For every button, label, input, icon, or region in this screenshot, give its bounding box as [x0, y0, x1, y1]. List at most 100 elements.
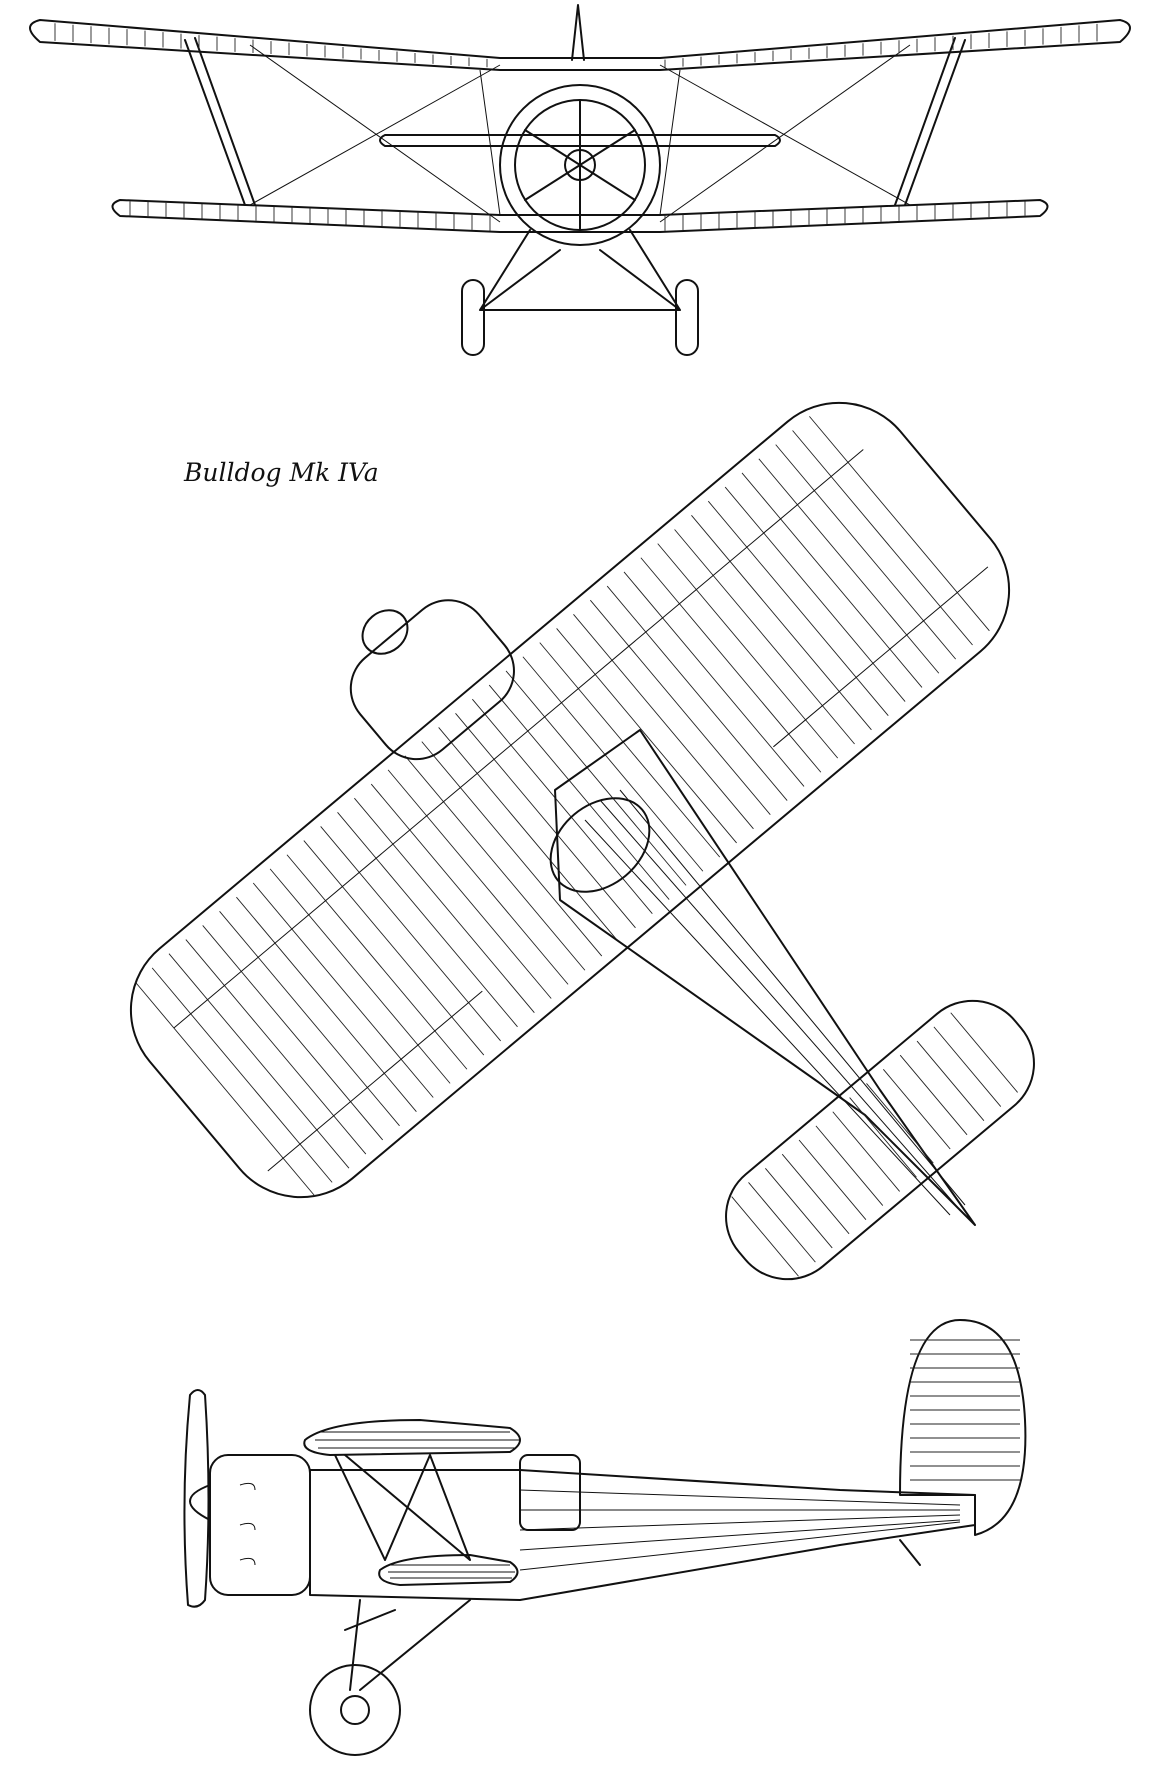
wing-rib — [606, 585, 788, 801]
wing-rib — [387, 769, 569, 985]
wing-rib — [707, 500, 889, 716]
plan-wing — [129, 401, 1011, 1199]
wing-rib — [741, 472, 923, 688]
wing-rib — [623, 571, 805, 787]
drawing-caption: Bulldog Mk IVa — [184, 458, 379, 487]
wing-rib — [269, 868, 451, 1084]
tail-rib — [899, 1054, 968, 1136]
wing-rib — [758, 458, 940, 674]
wing-rib — [691, 515, 872, 731]
side-fin-ribs — [910, 1339, 1020, 1481]
plan-aileron-line-right — [773, 566, 989, 748]
plan-view — [129, 401, 1035, 1281]
plan-tail-ribs — [731, 1012, 1018, 1277]
side-exhausts — [239, 1482, 256, 1566]
wing-rib — [640, 557, 822, 773]
tail-rib — [748, 1182, 816, 1263]
tail-rib — [815, 1125, 884, 1206]
front-upper-wing — [29, 19, 1131, 71]
front-wires — [249, 44, 911, 223]
wing-rib — [185, 939, 367, 1155]
wing-rib — [286, 854, 468, 1070]
wing-rib — [134, 981, 316, 1197]
wing-rib — [168, 953, 350, 1169]
side-fuselage — [309, 1469, 976, 1601]
front-tailplane — [379, 134, 781, 147]
wing-rib — [573, 614, 754, 830]
tail-rib — [765, 1168, 833, 1249]
side-fuselage-stringers — [519, 1489, 961, 1571]
wing-rib — [539, 642, 721, 858]
wing-rib — [438, 727, 619, 943]
front-view — [29, 4, 1131, 356]
plan-fuselage — [554, 729, 976, 1226]
wing-rib — [792, 430, 973, 646]
wing-rib — [421, 741, 603, 957]
front-fin — [571, 4, 585, 61]
plan-spar-line — [173, 449, 864, 1029]
tail-rib — [866, 1083, 934, 1164]
tail-rib — [916, 1040, 985, 1121]
wing-rib — [337, 812, 518, 1028]
wing-rib — [657, 543, 839, 759]
wing-rib — [303, 840, 485, 1056]
front-lower-wing — [111, 199, 1049, 233]
front-wing-ribs — [54, 23, 1098, 231]
plan-aileron-line-left — [267, 990, 483, 1172]
tail-rib — [798, 1139, 867, 1220]
front-wheel-right — [675, 279, 699, 356]
tail-rib — [883, 1069, 951, 1150]
tail-rib — [950, 1012, 1018, 1093]
side-wheel — [309, 1664, 401, 1756]
tail-rib — [849, 1097, 917, 1178]
side-undercarriage — [344, 1599, 471, 1691]
wing-rib — [505, 670, 687, 886]
side-cockpit-window — [519, 1454, 581, 1531]
plan-cowling — [349, 599, 515, 761]
front-undercarriage — [479, 229, 681, 311]
wing-rib — [775, 444, 957, 660]
wing-rib — [236, 896, 417, 1112]
front-struts — [184, 37, 966, 206]
wing-rib — [252, 882, 434, 1098]
wing-rib — [589, 599, 771, 815]
side-propeller — [183, 1389, 210, 1608]
wing-rib — [219, 911, 400, 1127]
wing-rib — [455, 713, 636, 929]
tail-rib — [781, 1153, 850, 1235]
side-wheel-hub — [340, 1695, 370, 1725]
wing-rib — [522, 656, 704, 872]
wing-rib — [809, 416, 990, 632]
tail-rib — [933, 1026, 1002, 1107]
wing-rib — [354, 797, 535, 1013]
side-struts — [334, 1454, 471, 1561]
front-propeller — [524, 99, 636, 231]
side-lower-wing — [378, 1554, 519, 1586]
side-upper-wing — [303, 1419, 521, 1456]
tail-rib — [731, 1196, 799, 1277]
plan-fuselage-stringers — [584, 789, 966, 1216]
plan-spinner — [361, 609, 409, 655]
side-view — [183, 1319, 1027, 1756]
wing-rib — [472, 698, 653, 914]
wing-rib — [320, 826, 501, 1042]
wing-rib — [724, 486, 906, 702]
side-cowling — [209, 1454, 311, 1596]
wing-rib — [488, 684, 670, 900]
wing-rib — [404, 755, 586, 971]
side-upper-wing-hatch — [315, 1431, 520, 1449]
wing-rib — [151, 967, 333, 1183]
front-cowling — [499, 84, 661, 246]
tail-rib — [832, 1111, 900, 1192]
side-fin — [899, 1319, 1027, 1536]
side-tailskid — [899, 1539, 921, 1566]
wing-rib — [556, 628, 737, 844]
side-spinner — [189, 1484, 211, 1521]
side-lower-wing-hatch — [388, 1564, 515, 1579]
plan-cockpit — [549, 797, 651, 893]
wing-rib — [674, 529, 855, 745]
front-wheel-left — [461, 279, 485, 356]
wing-rib — [202, 925, 384, 1141]
